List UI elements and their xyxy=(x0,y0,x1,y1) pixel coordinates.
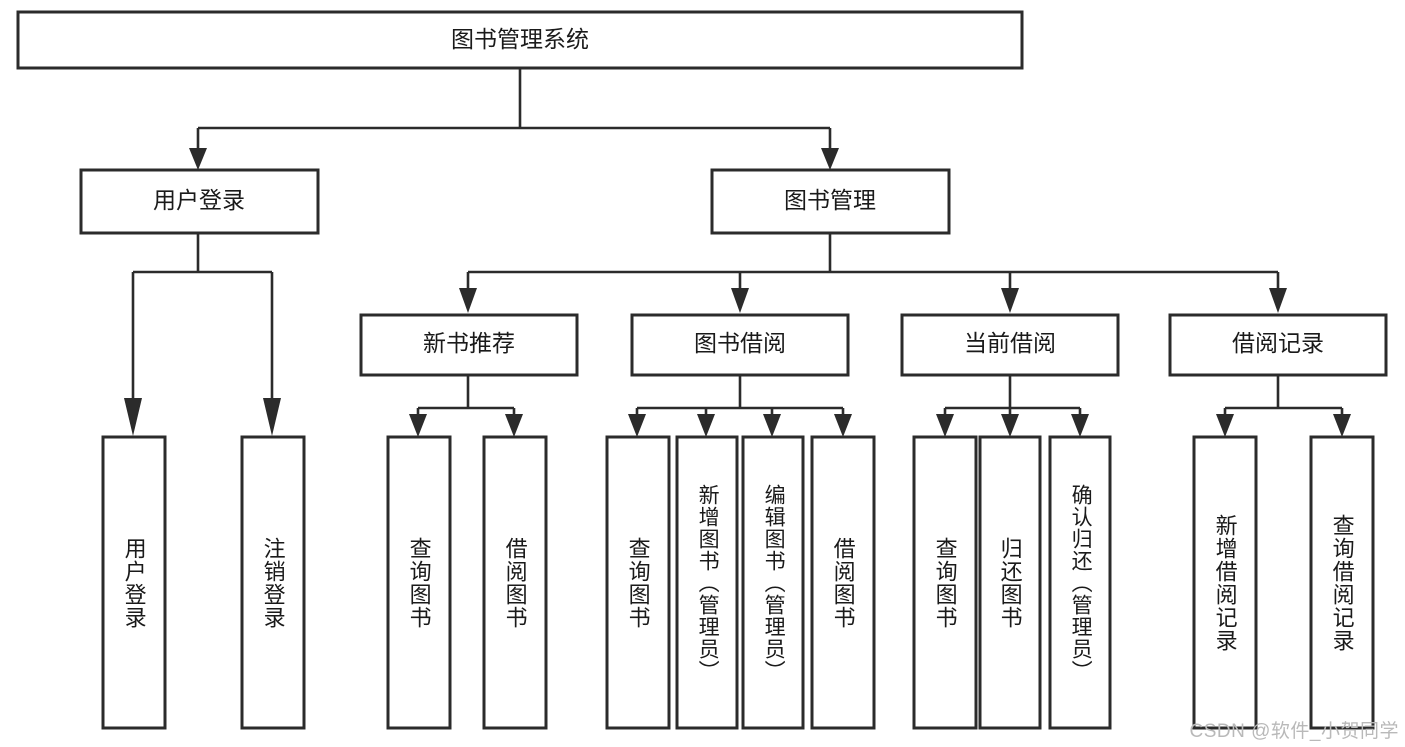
arrowhead-leaf-return-book xyxy=(1001,414,1019,437)
connectors xyxy=(124,68,1351,437)
watermark: CSDN @软件_小贺同学 xyxy=(1189,721,1399,742)
node-book-manage-box[interactable] xyxy=(710,168,951,235)
node-user-login[interactable]: 用户登录 xyxy=(79,168,320,235)
node-current-borrow-box[interactable] xyxy=(900,313,1120,377)
leaf-box-query-record[interactable] xyxy=(1309,435,1375,730)
node-borrow-record-box[interactable] xyxy=(1168,313,1388,377)
leaf-box-query-book-3[interactable] xyxy=(912,435,978,730)
node-user-login-box[interactable] xyxy=(79,168,320,235)
arrowhead-leaf-query-book-2 xyxy=(628,414,646,437)
arrowhead-leaf-query-book-3 xyxy=(936,414,954,437)
node-root-label: 图书管理系统 xyxy=(451,26,589,52)
node-borrow-record-label: 借阅记录 xyxy=(1232,330,1324,356)
node-book-manage[interactable]: 图书管理 xyxy=(710,168,951,235)
arrowhead-leaf-borrow-book-1 xyxy=(505,414,523,437)
leaf-box-logout[interactable] xyxy=(240,435,306,730)
leaf-box-edit-book[interactable] xyxy=(741,435,805,730)
arrowhead-leaf-user-login xyxy=(124,398,142,436)
leaf-box-user-login[interactable] xyxy=(101,435,167,730)
arrowhead-leaf-logout xyxy=(263,398,281,436)
arrowhead-leaf-add-record xyxy=(1216,414,1234,437)
leaf-box-confirm-return[interactable] xyxy=(1048,435,1112,730)
arrowhead-leaf-borrow-book-2 xyxy=(834,414,852,437)
leaf-box-borrow-book-2[interactable] xyxy=(810,435,876,730)
node-book-borrow-label: 图书借阅 xyxy=(694,330,786,356)
arrowhead-leaf-add-book xyxy=(697,414,715,437)
arrowhead-book-borrow xyxy=(731,288,749,313)
arrowhead-leaf-confirm-return xyxy=(1071,414,1089,437)
node-book-manage-label: 图书管理 xyxy=(784,187,876,213)
leaf-box-return-book[interactable] xyxy=(978,435,1042,730)
arrowhead-to-user-login xyxy=(189,148,207,170)
node-new-book-recommend-label: 新书推荐 xyxy=(423,330,515,356)
leaf-box-query-book-2[interactable] xyxy=(605,435,671,730)
arrowhead-new-book xyxy=(459,288,477,313)
node-current-borrow-label: 当前借阅 xyxy=(964,330,1056,356)
node-new-book-recommend-box[interactable] xyxy=(359,313,579,377)
leaf-box-add-record[interactable] xyxy=(1192,435,1258,730)
node-root-box[interactable] xyxy=(16,10,1024,70)
node-book-borrow-box[interactable] xyxy=(630,313,850,377)
leaf-boxes xyxy=(101,435,1375,730)
node-user-login-label: 用户登录 xyxy=(153,187,245,213)
arrowhead-current-borrow xyxy=(1001,288,1019,313)
leaf-box-query-book-1[interactable] xyxy=(386,435,452,730)
node-new-book-recommend[interactable]: 新书推荐 xyxy=(359,313,579,377)
leaf-box-borrow-book-1[interactable] xyxy=(482,435,548,730)
leaf-box-add-book[interactable] xyxy=(675,435,739,730)
node-current-borrow[interactable]: 当前借阅 xyxy=(900,313,1120,377)
arrowhead-leaf-query-record xyxy=(1333,414,1351,437)
arrowhead-leaf-query-book-1 xyxy=(409,414,427,437)
arrowhead-to-book-manage xyxy=(821,148,839,170)
node-borrow-record[interactable]: 借阅记录 xyxy=(1168,313,1388,377)
arrowhead-leaf-edit-book xyxy=(763,414,781,437)
arrowhead-borrow-record xyxy=(1269,288,1287,313)
node-root[interactable]: 图书管理系统 xyxy=(16,10,1024,70)
node-book-borrow[interactable]: 图书借阅 xyxy=(630,313,850,377)
